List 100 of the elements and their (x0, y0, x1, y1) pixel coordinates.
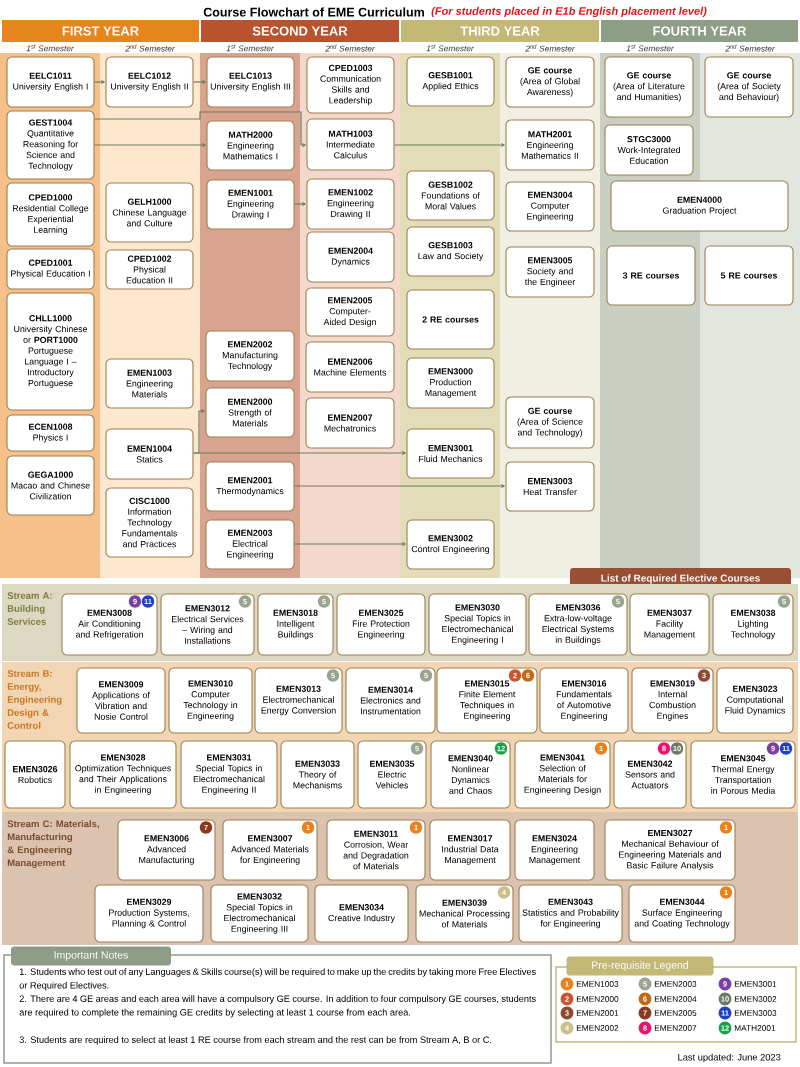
course-box: CHLL1000 University Chinese or PORT1000 Portuguese Language I – Introductory Portuguese (6, 292, 95, 411)
arrow (293, 484, 505, 488)
course-box: EMEN3005 Society and the Engineer (505, 246, 595, 298)
course-box: EMEN1003 Engineering Materials (105, 358, 194, 409)
legend-text: EMEN2005 (654, 1010, 697, 1016)
course-box: MATH1003 Intermediate Calculus (306, 118, 395, 171)
course-box: GE course (Area of Science and Technology) (505, 396, 595, 449)
course-box: EMEN2007 Mechatronics (305, 397, 395, 449)
course-box: GE course (Area of Global Awareness) (505, 56, 595, 108)
course-box: EMEN3028 Optimization Techniques and Their Applications in Engineering (69, 740, 177, 809)
arrow (192, 80, 206, 84)
course-box: CPED1002 Physical Education II (105, 249, 194, 290)
arrow (293, 542, 406, 546)
course-box: EMEN3023 Computational Fluid Dynamics (716, 667, 794, 734)
course-box: EMEN3000 Production Management (406, 357, 495, 409)
semester-label: 1$^{st}$ Semester (626, 44, 674, 52)
legend-text: EMEN2002 (576, 1025, 619, 1031)
semester-label: 1$^{st}$ Semester (426, 44, 474, 52)
year-header: SECOND YEAR (201, 20, 399, 42)
legend-text: EMEN2007 (654, 1025, 697, 1031)
course-box: EMEN1002 Engineering Drawing II (306, 178, 395, 230)
course-box: GE course (Area of Literature and Humanities) (604, 56, 694, 118)
course-box: ECEN1008 Physics I (6, 414, 95, 452)
notes-heading: Important Notes (11, 946, 171, 966)
course-box: GEST1004 Quantitative Reasoning for Science and Technology (6, 110, 95, 180)
course-box: GESB1001 Applied Ethics (406, 56, 495, 107)
year-header: FIRST YEAR (2, 20, 199, 42)
course-box: EMEN3030 Special Topics in Electromechanical Engineering I (428, 593, 527, 656)
course-box: CPED1003 Communication Skills and Leadership (306, 56, 395, 114)
course-box: EMEN3043 Statistics and Probability for Engineering (518, 884, 623, 943)
course-box: EMEN2001 Thermodynamics (205, 461, 295, 512)
course-box: EMEN3002 Control Engineering (406, 519, 495, 570)
legend-heading: Pre-requisite Legend (566, 956, 714, 976)
course-box: 3 RE courses (606, 245, 696, 306)
legend-text: MATH2001 (734, 1025, 776, 1031)
course-box: EMEN3037 Facility Management (629, 593, 710, 656)
course-box: GE course (Area of Society and Behaviour) (704, 56, 794, 118)
course-box: EMEN3025 Fire Protection Engineering (336, 593, 426, 656)
arrow (93, 111, 306, 147)
course-box: EMEN3001 Fluid Mechanics (406, 428, 495, 479)
subtitle: (For students placed in E1b English placement level) (431, 6, 707, 18)
course-box: GESB1002 Foundations of Moral Values (406, 170, 495, 221)
course-box: EMEN4000 Graduation Project (610, 180, 789, 232)
course-box: EMEN2000 Strength of Materials (205, 387, 295, 438)
legend-text: EMEN2000 (576, 996, 619, 1002)
course-box: EMEN1004 Statics (105, 428, 194, 480)
course-box: GEGA1000 Macao and Chinese Civilization (6, 455, 95, 516)
course-box: EMEN3032 Special Topics in Electromechanical Engineering III (210, 884, 309, 943)
legend-text: EMEN2003 (654, 981, 697, 987)
course-box: EMEN3031 Special Topics in Electromechanical Engineering II (180, 740, 278, 809)
course-box: EMEN2003 Electrical Engineering (205, 519, 295, 570)
title: Course Flowchart of EME Curriculum (203, 7, 424, 17)
legend-text: EMEN1003 (576, 981, 619, 987)
arrow (93, 80, 105, 84)
course-box: EMEN3033 Theory of Mechanisms (280, 740, 355, 809)
semester-label: 1$^{st}$ Semester (26, 44, 74, 52)
semester-label: 2$^{nd}$ Semester (125, 44, 175, 52)
course-box: EELC1011 University English I (6, 56, 95, 108)
semester-label: 2$^{nd}$ Semester (525, 44, 575, 52)
course-box: GELH1000 Chinese Language and Culture (105, 182, 194, 243)
course-box: CPED1001 Physical Education I (6, 248, 95, 290)
course-box: EMEN3009 Applications of Vibration and Nosie Control (76, 667, 166, 734)
update-note: Last updated: June 2023 (678, 1053, 781, 1063)
arrow (93, 143, 206, 147)
note-text: 1. Students who test out of any Languages & Skills course(s) will be required to make up the credits by taking more Free Electives or Required Electives. (19, 968, 536, 991)
note-text: 2. There are 4 GE areas and each area will have a compulsory GE course. In addition to four compulsory GE courses, students are required to complete the remaining GE credits by selecting at least 1 course from each area. (19, 995, 536, 1018)
course-box: EMEN3029 Production Systems, Planning & Control (94, 884, 204, 943)
course-box: MATH2001 Engineering Mathematics II (505, 119, 595, 171)
legend-text: EMEN3003 (734, 1010, 777, 1016)
legend-text: EMEN2001 (576, 1010, 619, 1016)
course-box: EMEN2004 Dynamics (306, 231, 395, 283)
course-box: STGC3000 Work-Integrated Education (604, 124, 694, 176)
arrow (293, 202, 306, 206)
course-box: EMEN2002 Manufacturing Technology (205, 330, 295, 382)
course-box: EMEN3016 Fundamentals of Automotive Engineering (539, 667, 629, 734)
course-box: EMEN3024 Engineering Management (514, 819, 595, 881)
course-box: EMEN3017 Industrial Data Management (429, 819, 511, 881)
course-box: EMEN3034 Creative Industry (314, 884, 409, 943)
course-box: 2 RE courses (406, 289, 495, 350)
arrow (393, 143, 505, 147)
course-box: EMEN3026 Robotics (4, 740, 66, 809)
note-text: 3. Students are required to select at least 1 RE course from each stream and the rest can be from Stream A, B or C. (19, 1036, 492, 1045)
course-box: EELC1013 University English III (206, 56, 295, 108)
course-box: EMEN3003 Heat Transfer (505, 461, 595, 512)
course-box: EMEN3010 Computer Technology in Engineering (168, 667, 253, 734)
course-box: EMEN3004 Computer Engineering (505, 181, 595, 232)
semester-label: 1$^{st}$ Semester (226, 44, 274, 52)
course-box: GESB1003 Law and Society (406, 226, 495, 277)
year-header: FOURTH YEAR (601, 20, 798, 42)
legend-text: EMEN3002 (734, 996, 777, 1002)
arrow (192, 451, 406, 455)
course-box: MATH2000 Engineering Mathematics I (206, 120, 295, 171)
legend-text: EMEN3001 (734, 981, 777, 987)
course-box: EMEN2006 Machine Elements (305, 341, 395, 393)
course-box: CPED1000 Residential College Experiential Learning (6, 182, 95, 247)
course-box: EMEN2005 Computer-Aided Design (305, 287, 395, 337)
legend-text: EMEN2004 (654, 996, 697, 1002)
course-box: EELC1012 University English II (105, 56, 194, 108)
course-box: 5 RE courses (704, 245, 794, 306)
course-box: EMEN1001 Engineering Drawing I (206, 179, 295, 230)
